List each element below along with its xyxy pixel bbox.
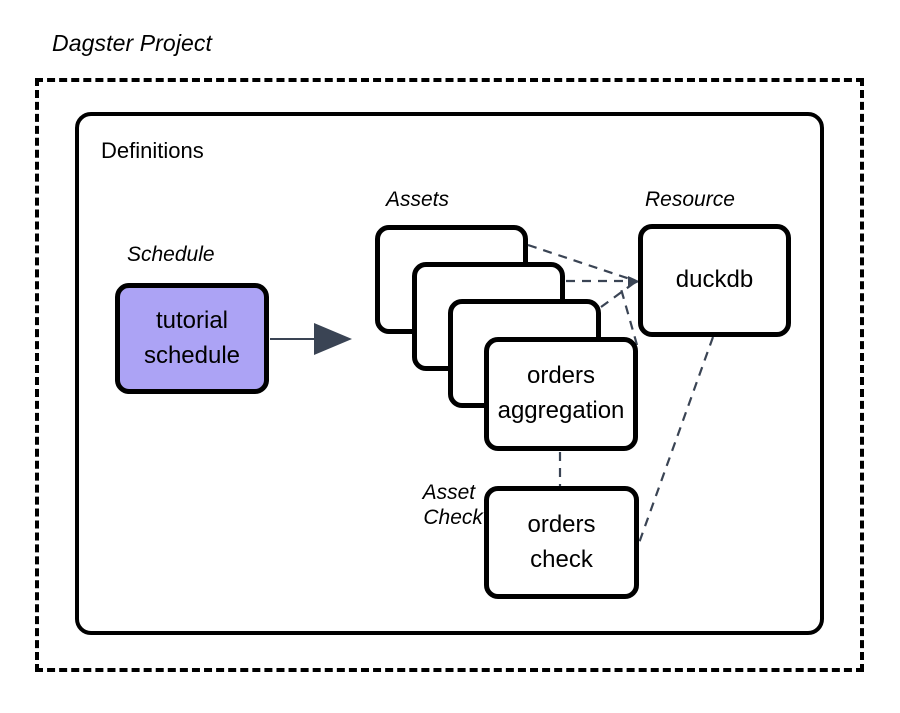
node-orders-check-line2: check — [530, 545, 593, 573]
node-orders-check-line1: orders — [527, 510, 596, 538]
node-orders-aggregation[interactable]: orders aggregation — [484, 337, 638, 451]
definitions-container — [75, 112, 824, 635]
node-duckdb-label: duckdb — [675, 266, 754, 294]
node-duckdb[interactable]: duckdb — [638, 224, 791, 337]
group-label-asset-check-line1: Asset — [422, 480, 476, 504]
node-orders-check[interactable]: orders check — [484, 486, 639, 599]
group-label-asset-check-line2: Check — [423, 505, 483, 529]
node-orders-aggregation-line2: aggregation — [497, 397, 625, 424]
group-label-schedule: Schedule — [127, 243, 215, 266]
group-label-asset-check: Asset Check — [400, 456, 483, 555]
group-label-assets: Assets — [386, 188, 450, 211]
definitions-label: Definitions — [101, 138, 204, 163]
node-tutorial-schedule-line1: tutorial — [155, 306, 229, 334]
node-tutorial-schedule[interactable]: tutorial schedule — [115, 283, 269, 394]
page-title: Dagster Project — [52, 30, 213, 56]
group-label-resource: Resource — [645, 188, 735, 211]
project-boundary — [35, 78, 864, 672]
node-orders-aggregation-line1: orders — [526, 362, 596, 390]
node-tutorial-schedule-line2: schedule — [143, 341, 241, 369]
